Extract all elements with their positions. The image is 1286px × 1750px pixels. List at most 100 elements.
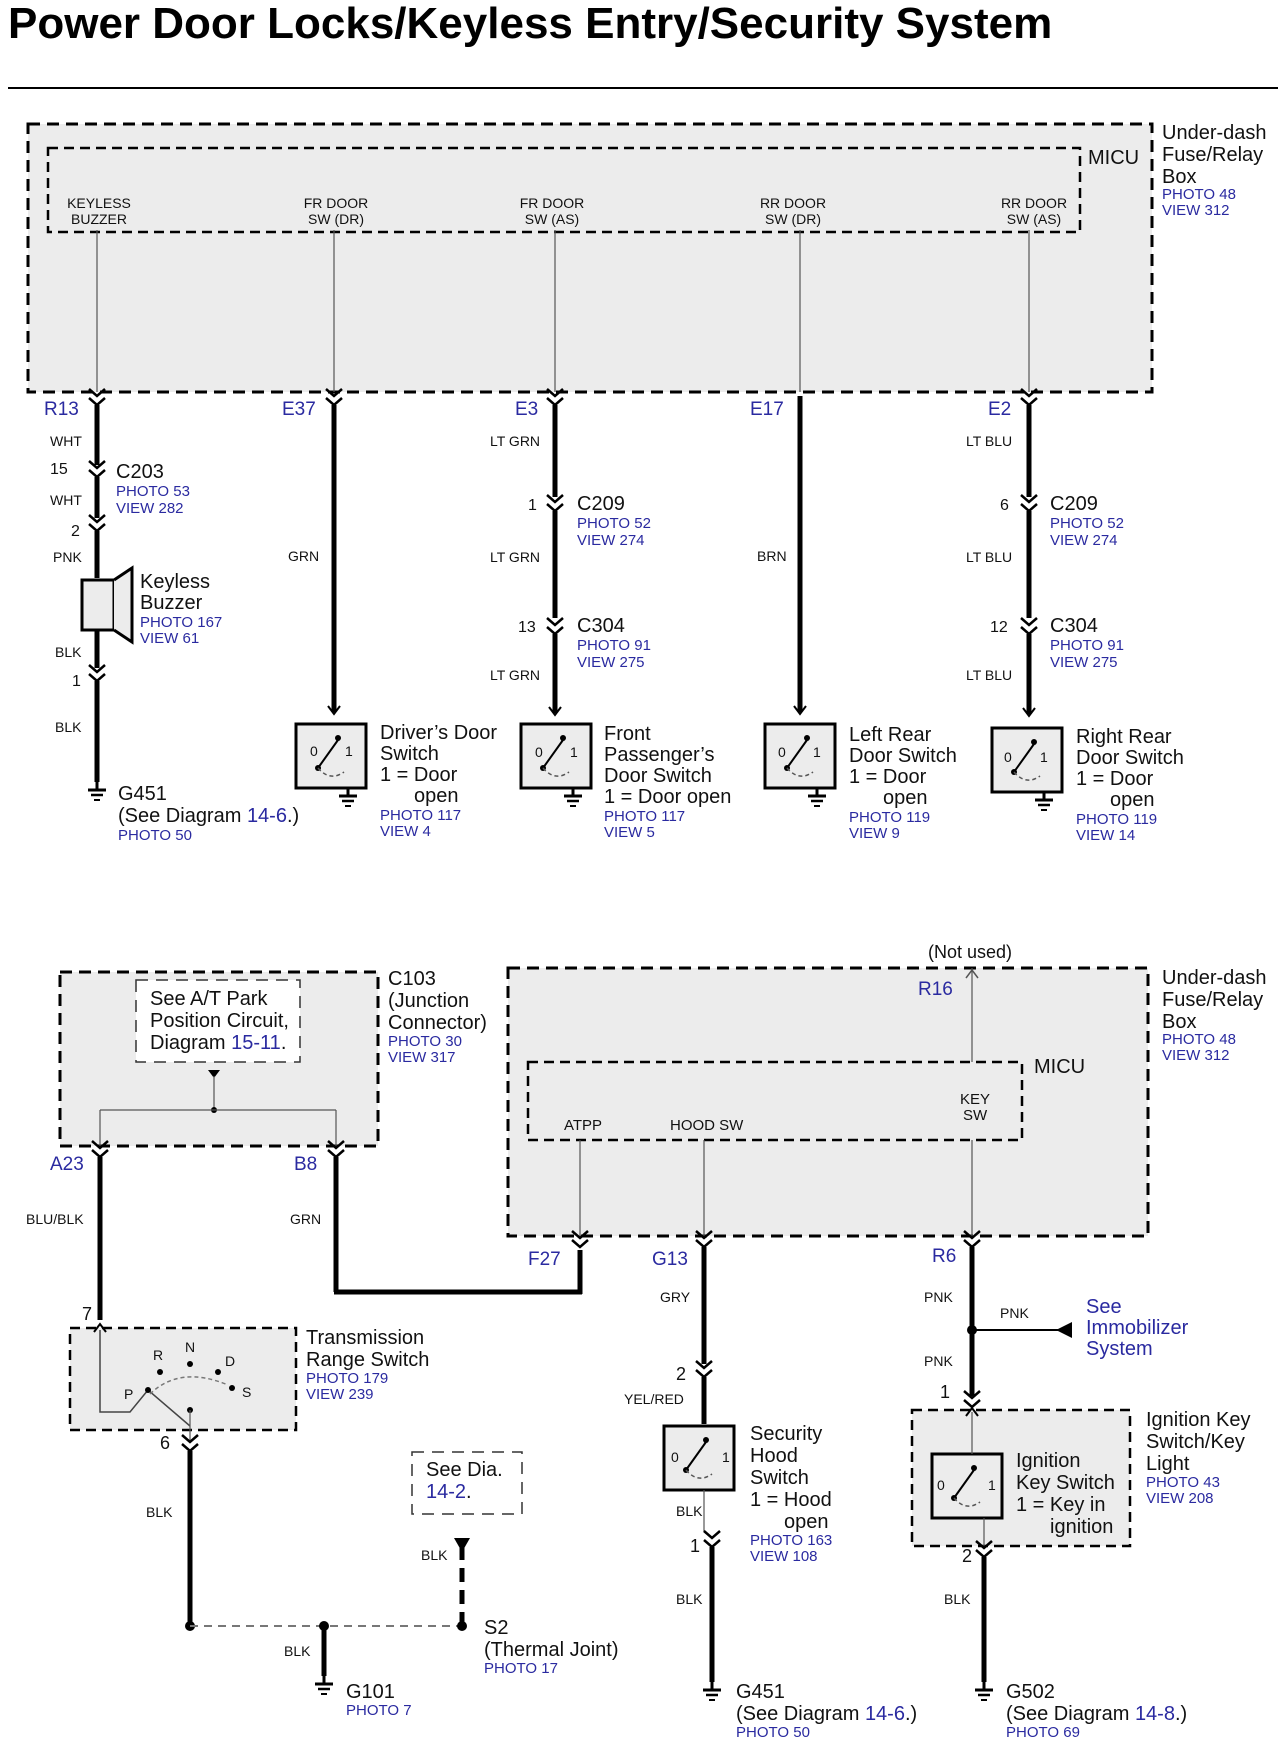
g502-photo[interactable]: PHOTO 69 [1006,1724,1080,1741]
pin-a23: A23 [50,1154,84,1175]
sw-pass-l4: 1 = Door open [604,786,731,808]
c304-right-view[interactable]: VIEW 275 [1050,654,1118,671]
wire-gry: GRY [660,1289,691,1305]
drivers-door-switch-icon [294,722,368,790]
c304-right-label: C304 [1050,615,1098,637]
g451-bottom-photo[interactable]: PHOTO 50 [736,1724,810,1741]
c203-pin-2: 2 [71,523,80,540]
pin-g13: G13 [652,1249,688,1270]
fuse-box-label-2: Fuse/Relay [1162,144,1263,166]
s2-label: S2 [484,1617,508,1639]
sw-lrear-photo[interactable]: PHOTO 119 [849,809,930,826]
c203-photo[interactable]: PHOTO 53 [116,483,190,500]
s2-desc: (Thermal Joint) [484,1639,618,1661]
wire-blk-s2: BLK [421,1547,448,1563]
hood-l4: 1 = Hood [750,1489,832,1511]
term-keyless-l1: KEYLESS [67,195,131,211]
g502-see: (See Diagram 14-8.) [1006,1703,1187,1725]
buzzer-view[interactable]: VIEW 61 [140,630,199,647]
immob-l3[interactable]: System [1086,1338,1153,1360]
immob-l2[interactable]: Immobilizer [1086,1317,1189,1339]
trs-photo[interactable]: PHOTO 179 [306,1370,388,1387]
ign-outer-l3: Light [1146,1453,1190,1475]
immob-l1[interactable]: See [1086,1296,1122,1318]
buzzer-photo[interactable]: PHOTO 167 [140,614,222,631]
c209-right-view[interactable]: VIEW 274 [1050,532,1118,549]
trs-name-2: Range Switch [306,1349,429,1371]
g101-label: G101 [346,1681,395,1703]
fuse-box-b-label-2: Fuse/Relay [1162,989,1263,1011]
c103-l3: Connector) [388,1012,487,1034]
svg-text:12: 12 [990,619,1008,636]
wire-blk-2: BLK [55,719,82,735]
hood-photo[interactable]: PHOTO 163 [750,1532,832,1549]
fuse-box-view[interactable]: VIEW 312 [1162,202,1230,219]
sw-lrear-l4: open [883,787,928,809]
micu-box-top [46,146,1082,234]
ign-view[interactable]: VIEW 208 [1146,1490,1214,1507]
sw-pass-view[interactable]: VIEW 5 [604,824,655,841]
wire-ltblu-1: LT BLU [966,433,1012,449]
wire-pnk-1: PNK [924,1289,953,1305]
sw-driver-l3: 1 = Door [380,764,458,786]
c209-left-photo[interactable]: PHOTO 52 [577,515,651,532]
atpark-note [135,979,301,1063]
sw-driver-photo[interactable]: PHOTO 117 [380,807,461,824]
c103-l1: C103 [388,968,436,990]
c203-view[interactable]: VIEW 282 [116,500,184,517]
pin-f27: F27 [528,1249,561,1270]
wire-ltgrn-3: LT GRN [490,667,540,683]
c304-left-photo[interactable]: PHOTO 91 [577,637,651,654]
sw-pass-photo[interactable]: PHOTO 117 [604,808,685,825]
g451-top-photo[interactable]: PHOTO 50 [118,827,192,844]
c103-view[interactable]: VIEW 317 [388,1049,456,1066]
svg-text:1: 1 [570,744,578,760]
c304-left-label: C304 [577,615,625,637]
wire-pnk: PNK [53,549,82,565]
term-frdr-l2: SW (DR) [308,211,364,227]
sw-driver-l2: Switch [380,743,439,765]
sw-lrear-view[interactable]: VIEW 9 [849,825,900,842]
sw-lrear-l3: 1 = Door [849,766,927,788]
ign-pin-2: 2 [962,1546,972,1566]
sw-pass-l1: Front [604,723,651,745]
g101-photo[interactable]: PHOTO 7 [346,1702,412,1719]
sw-driver-l4: open [414,785,459,807]
term-key-sw-2: SW [963,1107,988,1124]
trs-view[interactable]: VIEW 239 [306,1386,374,1403]
c304-left-view[interactable]: VIEW 275 [577,654,645,671]
hood-switch-circuit [662,1229,736,1702]
svg-text:S: S [242,1384,251,1400]
c209-right-photo[interactable]: PHOTO 52 [1050,515,1124,532]
fuse-box-b-view[interactable]: VIEW 312 [1162,1047,1230,1064]
hood-l3: Switch [750,1467,809,1489]
see-dia-note [411,1451,523,1515]
s2-photo[interactable]: PHOTO 17 [484,1660,558,1677]
c209-left-view[interactable]: VIEW 274 [577,532,645,549]
c103-photo[interactable]: PHOTO 30 [388,1033,462,1050]
ign-inner-l1: Ignition [1016,1450,1081,1472]
svg-text:1: 1 [528,497,537,514]
wire-ltgrn-1: LT GRN [490,433,540,449]
term-atpp: ATPP [564,1117,602,1134]
term-frdr-l1: FR DOOR [304,195,369,211]
c304-right-photo[interactable]: PHOTO 91 [1050,637,1124,654]
g502-label: G502 [1006,1681,1055,1703]
pin-e3: E3 [515,399,538,420]
sw-driver-view[interactable]: VIEW 4 [380,823,431,840]
ign-outer-l1: Ignition Key [1146,1409,1251,1431]
wire-pnk-2: PNK [1000,1305,1029,1321]
c209-right-label: C209 [1050,493,1098,515]
pin-b8: B8 [294,1154,317,1175]
hood-l2: Hood [750,1445,798,1467]
svg-text:0: 0 [937,1477,945,1493]
sw-rrear-photo[interactable]: PHOTO 119 [1076,811,1157,828]
buzzer-pin-1: 1 [72,673,81,690]
ign-photo[interactable]: PHOTO 43 [1146,1474,1220,1491]
fuse-box-photo[interactable]: PHOTO 48 [1162,186,1236,203]
hood-view[interactable]: VIEW 108 [750,1548,818,1565]
sw-rrear-view[interactable]: VIEW 14 [1076,827,1135,844]
svg-text:1: 1 [813,744,821,760]
term-hood-sw: HOOD SW [670,1117,744,1134]
fuse-box-b-photo[interactable]: PHOTO 48 [1162,1031,1236,1048]
